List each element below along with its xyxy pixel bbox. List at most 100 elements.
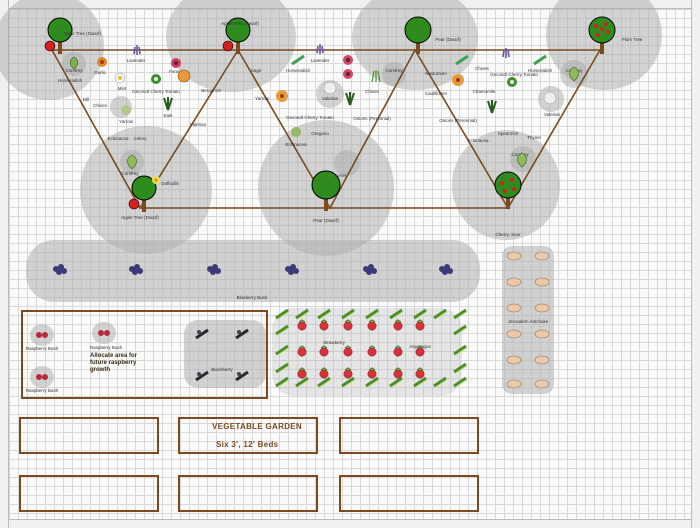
strawberry-icon[interactable] — [367, 369, 377, 379]
raspberry-bed[interactable] — [21, 310, 268, 399]
pear-tree-icon[interactable] — [402, 16, 434, 56]
strawberry-icon[interactable] — [367, 321, 377, 331]
valerian-icon[interactable] — [322, 80, 338, 96]
kale-icon[interactable] — [342, 90, 358, 106]
lavender-icon[interactable] — [314, 41, 326, 55]
vegetable-bed-3[interactable] — [339, 417, 479, 454]
strawberry-icon[interactable] — [343, 347, 353, 357]
horseradish-icon[interactable] — [455, 54, 469, 66]
horseradish-icon[interactable] — [533, 54, 547, 66]
plum-tree-icon[interactable] — [586, 16, 618, 56]
apple-tree-icon[interactable] — [126, 174, 162, 214]
nasturtium-icon[interactable] — [274, 88, 290, 104]
asparagus-icon[interactable] — [275, 324, 289, 336]
bergamot-icon[interactable] — [176, 68, 192, 84]
strawberry-icon[interactable] — [415, 369, 425, 379]
artichoke-icon[interactable] — [506, 276, 522, 288]
blackberry-icon[interactable] — [234, 328, 250, 340]
blackberry-icon[interactable] — [234, 370, 250, 382]
strawberry-icon[interactable] — [343, 321, 353, 331]
strawberry-icon[interactable] — [297, 321, 307, 331]
artichoke-icon[interactable] — [506, 250, 522, 262]
blackberry-icon[interactable] — [194, 328, 210, 340]
raspberry-bush-icon[interactable] — [97, 328, 111, 338]
chives-icon[interactable] — [369, 69, 383, 83]
artichoke-icon[interactable] — [534, 328, 550, 340]
strawberry-icon[interactable] — [393, 321, 403, 331]
strawberry-icon[interactable] — [297, 347, 307, 357]
yarrow-icon[interactable] — [119, 103, 133, 117]
blueberry-bush-icon[interactable] — [437, 263, 455, 277]
asparagus-icon[interactable] — [295, 376, 309, 388]
strawberry-icon[interactable] — [319, 321, 329, 331]
strawberry-icon[interactable] — [415, 347, 425, 357]
strawberry-icon[interactable] — [393, 347, 403, 357]
asparagus-icon[interactable] — [295, 308, 309, 320]
comfrey-icon[interactable] — [124, 154, 140, 170]
asparagus-icon[interactable] — [413, 376, 427, 388]
asparagus-icon[interactable] — [365, 308, 379, 320]
asparagus-icon[interactable] — [275, 362, 289, 374]
echinacea-icon[interactable] — [169, 56, 183, 70]
asparagus-icon[interactable] — [453, 362, 467, 374]
artichoke-icon[interactable] — [534, 250, 550, 262]
asparagus-icon[interactable] — [453, 376, 467, 388]
vegetable-bed-5[interactable] — [178, 475, 318, 512]
tomato-icon[interactable] — [149, 72, 163, 86]
asparagus-icon[interactable] — [317, 308, 331, 320]
chamomile-icon[interactable] — [113, 71, 127, 85]
apple-tree-icon[interactable] — [220, 16, 256, 56]
asparagus-icon[interactable] — [433, 376, 447, 388]
oregano-icon[interactable] — [289, 125, 303, 139]
echinacea-icon[interactable] — [341, 53, 355, 67]
nasturtium-icon[interactable] — [95, 55, 109, 69]
daffodils-icon[interactable] — [149, 173, 163, 187]
strawberry-icon[interactable] — [415, 321, 425, 331]
strawberry-icon[interactable] — [343, 369, 353, 379]
artichoke-icon[interactable] — [506, 354, 522, 366]
artichoke-icon[interactable] — [506, 328, 522, 340]
kale-icon[interactable] — [160, 95, 176, 111]
asparagus-icon[interactable] — [389, 308, 403, 320]
asparagus-icon[interactable] — [413, 308, 427, 320]
cherry-tree-icon[interactable] — [492, 171, 524, 211]
vegetable-bed-1[interactable] — [19, 417, 159, 454]
strawberry-icon[interactable] — [319, 369, 329, 379]
strawberry-icon[interactable] — [367, 347, 377, 357]
asparagus-icon[interactable] — [389, 376, 403, 388]
strawberry-icon[interactable] — [393, 369, 403, 379]
tomato-icon[interactable] — [505, 75, 519, 89]
asparagus-icon[interactable] — [433, 308, 447, 320]
artichoke-icon[interactable] — [506, 378, 522, 390]
vegetable-bed-6[interactable] — [339, 475, 479, 512]
asparagus-icon[interactable] — [453, 344, 467, 356]
artichoke-icon[interactable] — [534, 354, 550, 366]
strawberry-icon[interactable] — [297, 369, 307, 379]
asparagus-icon[interactable] — [453, 324, 467, 336]
comfrey-icon[interactable] — [67, 56, 81, 70]
artichoke-icon[interactable] — [534, 378, 550, 390]
valerian-icon[interactable] — [542, 90, 558, 106]
lavender-icon[interactable] — [500, 45, 512, 59]
echinacea-icon[interactable] — [341, 67, 355, 81]
asparagus-icon[interactable] — [365, 376, 379, 388]
vegetable-bed-2[interactable] — [178, 417, 318, 454]
lavender-icon[interactable] — [131, 42, 143, 56]
asparagus-icon[interactable] — [275, 344, 289, 356]
asparagus-icon[interactable] — [341, 308, 355, 320]
blueberry-bush-icon[interactable] — [127, 263, 145, 277]
blackberry-icon[interactable] — [194, 370, 210, 382]
blueberry-bush-icon[interactable] — [205, 263, 223, 277]
artichoke-icon[interactable] — [506, 302, 522, 314]
kale-icon[interactable] — [484, 98, 500, 114]
blueberry-bush-icon[interactable] — [51, 263, 69, 277]
raspberry-bush-icon[interactable] — [35, 372, 49, 382]
blueberry-bush-icon[interactable] — [361, 263, 379, 277]
artichoke-icon[interactable] — [534, 276, 550, 288]
comfrey-icon[interactable] — [514, 152, 530, 168]
pear-tree-icon[interactable] — [309, 170, 343, 212]
vegetable-bed-4[interactable] — [19, 475, 159, 512]
asparagus-icon[interactable] — [275, 376, 289, 388]
comfrey-icon[interactable] — [566, 66, 582, 82]
